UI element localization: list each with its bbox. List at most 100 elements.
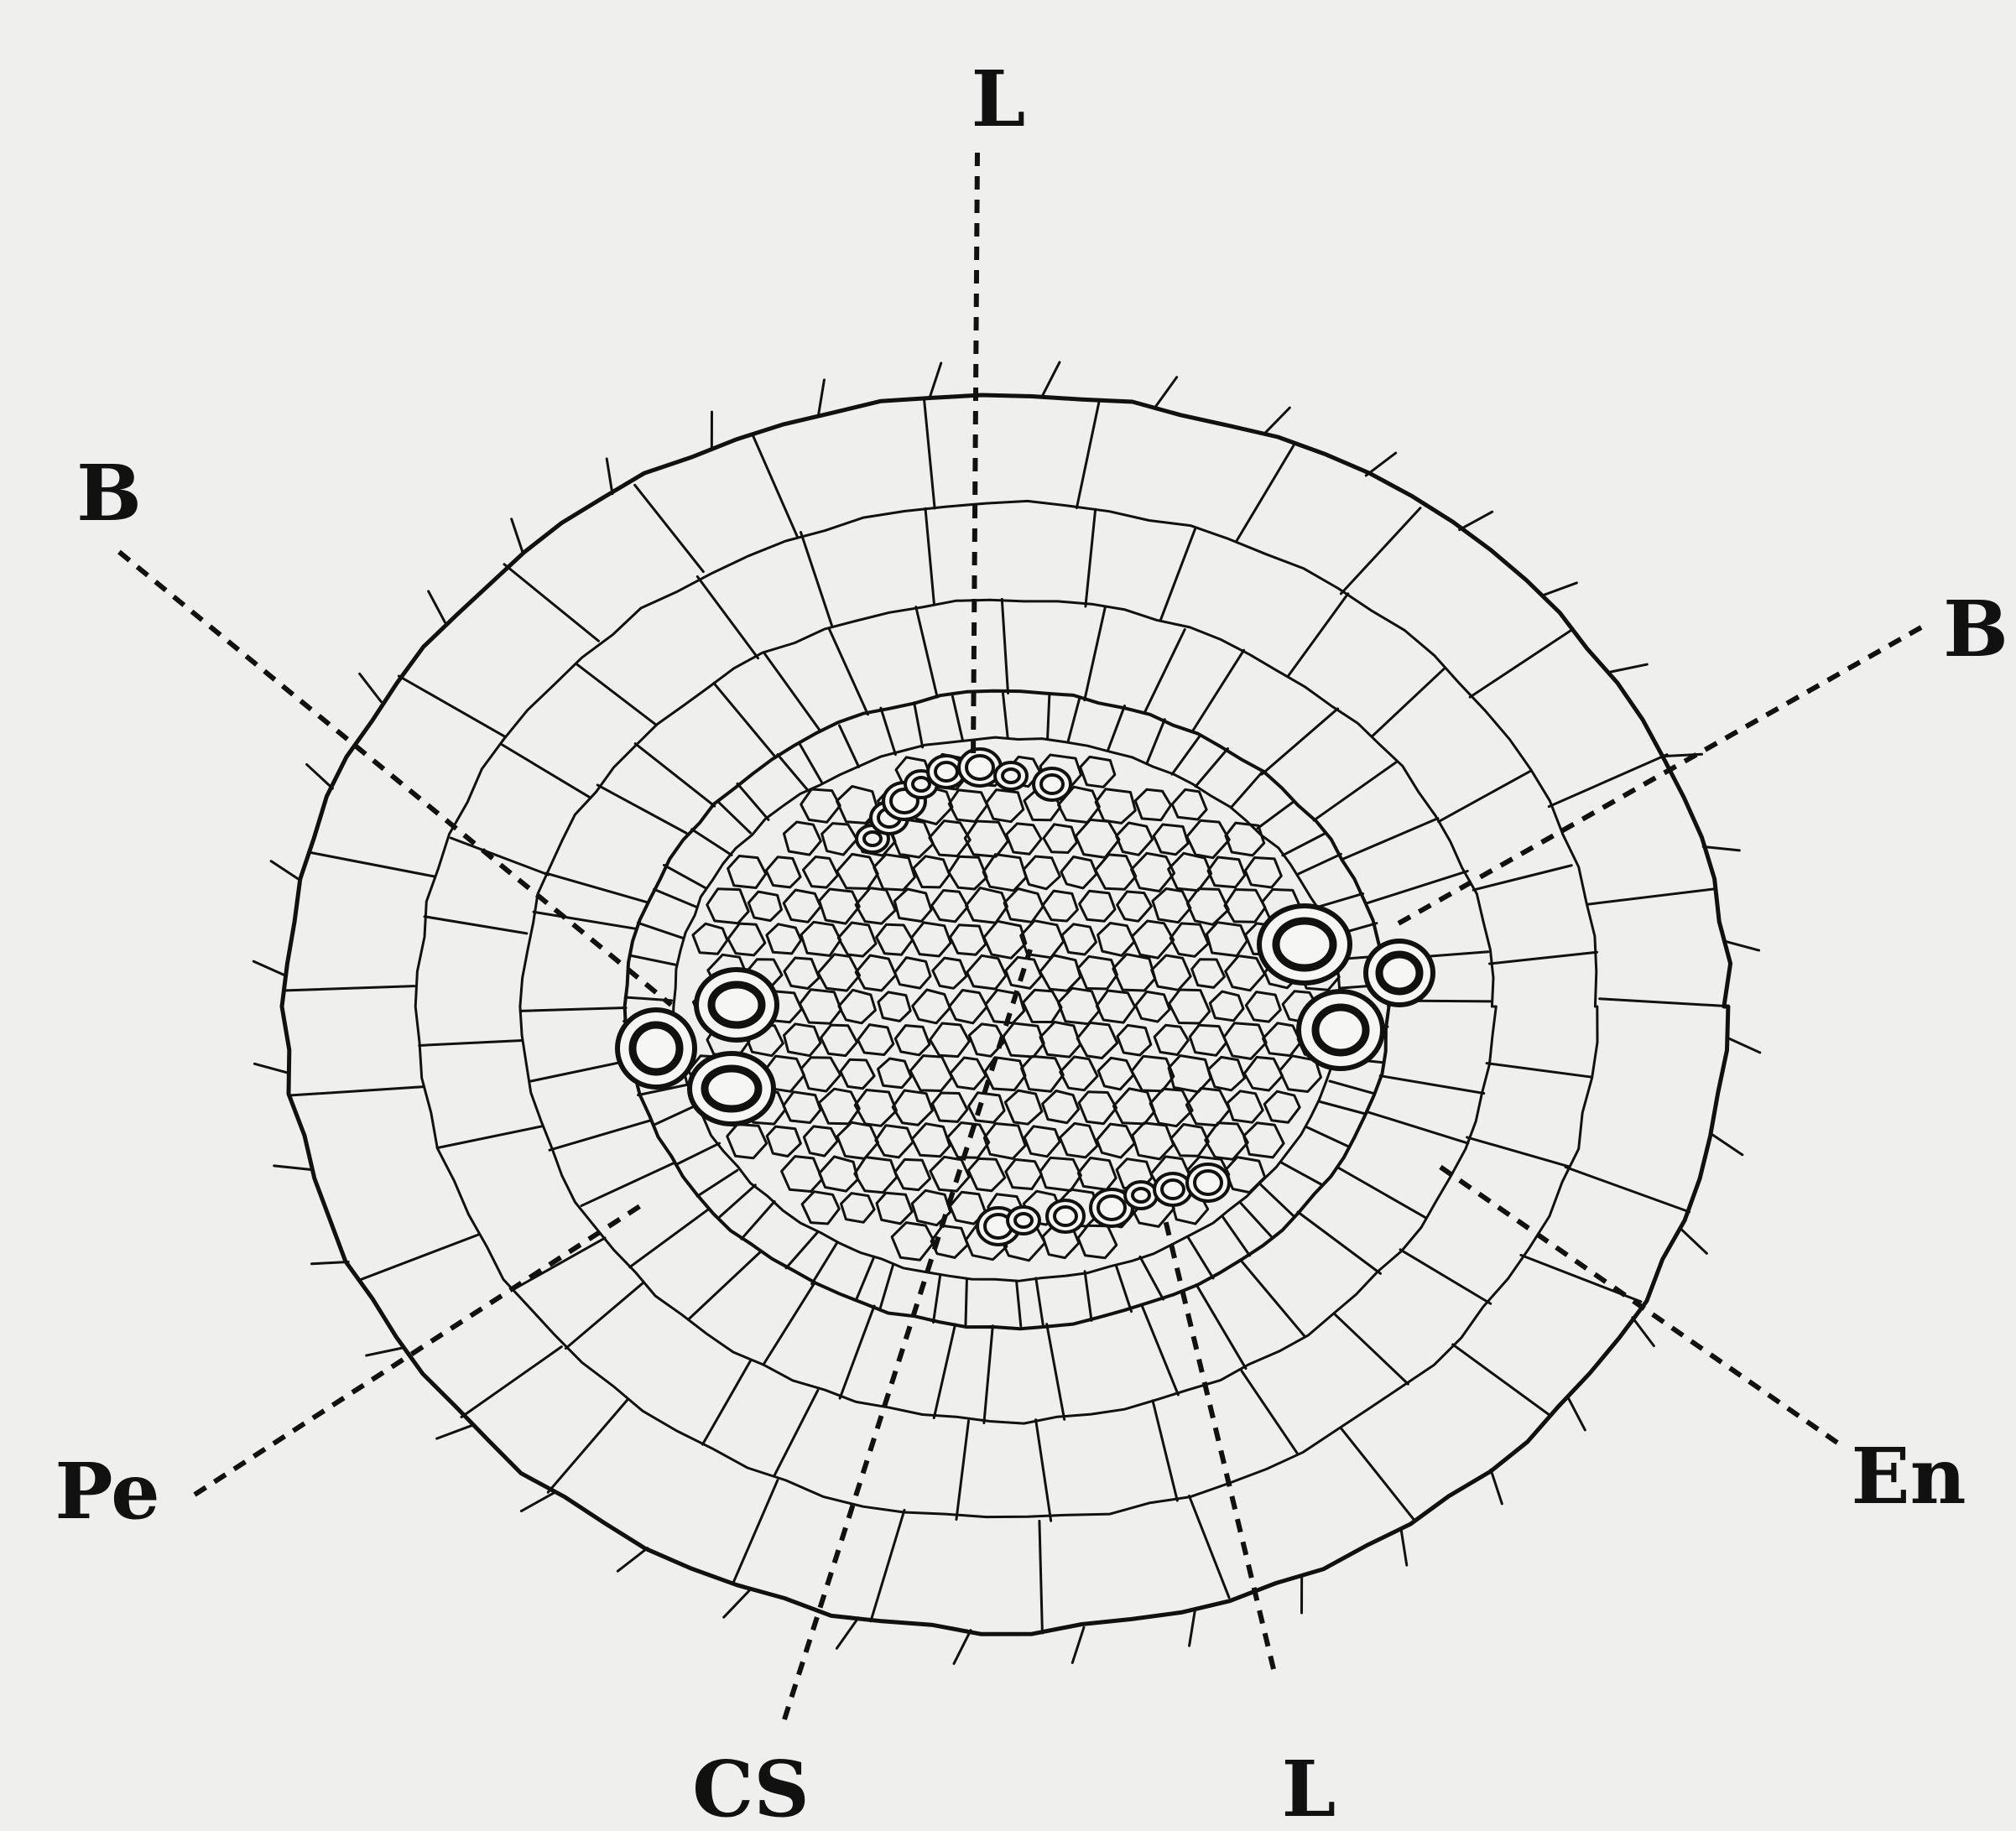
stele-cell [1078, 1158, 1116, 1190]
small-vessel [1125, 1182, 1157, 1209]
stele-cell [893, 1090, 932, 1125]
cell-wall [1231, 772, 1262, 808]
stele-cell [1154, 1025, 1188, 1054]
stele-cell [837, 1122, 878, 1158]
leader-left-b [119, 552, 671, 1005]
root-hair-stub [1460, 512, 1492, 529]
stele-cell [1225, 890, 1265, 923]
cell-wall [800, 743, 822, 782]
stele-cell [1096, 789, 1135, 824]
cell-wall [702, 1360, 750, 1444]
cell-wall [786, 1232, 817, 1268]
stele-cell [1098, 923, 1134, 956]
stele-cell [693, 923, 727, 954]
cell-wall [664, 865, 706, 887]
stele-cell [1227, 1091, 1263, 1122]
stele-cell [1152, 955, 1191, 990]
cell-wall [925, 508, 934, 604]
stele-cell [894, 889, 931, 922]
cell-wall [689, 1252, 760, 1319]
stele-cell [914, 856, 950, 887]
cell-wall [1336, 1315, 1409, 1385]
cell-wall [1298, 854, 1341, 874]
leader-en [1439, 1166, 1837, 1443]
cell-wall [504, 564, 598, 641]
cell-wall [1283, 833, 1326, 856]
stele-cell [1078, 1225, 1117, 1257]
stele-cell [950, 991, 987, 1023]
cell-wall [425, 917, 527, 934]
cell-wall [952, 696, 962, 741]
root-hair-stub [1072, 1627, 1084, 1662]
stele-cell [1246, 992, 1280, 1022]
label-bottom-l: L [1282, 1744, 1336, 1831]
cell-wall [503, 745, 590, 797]
cell-wall [1314, 762, 1397, 820]
cell-wall [576, 663, 657, 725]
cell-wall [1307, 1127, 1348, 1147]
cell-wall [1153, 1401, 1177, 1501]
root-hair-stub [367, 1348, 403, 1355]
stele-cell [877, 924, 913, 955]
cell-wall [1196, 749, 1227, 787]
cell-wall [1161, 529, 1196, 619]
stele-cell [1022, 1056, 1064, 1091]
root-hair-stub [1263, 408, 1289, 434]
cell-wall [1439, 771, 1531, 821]
cell-wall [692, 830, 732, 856]
stele-cell [1061, 857, 1097, 888]
stele-cell [1097, 991, 1135, 1022]
stele-cell [1040, 1022, 1081, 1058]
stele-cell [983, 855, 1026, 891]
stele-cell [727, 1125, 767, 1158]
cell-wall [1108, 706, 1125, 751]
stele-cell [878, 1059, 911, 1088]
stele-cell [841, 1059, 874, 1088]
cell-wall [732, 1480, 778, 1584]
stele-cell [895, 1159, 930, 1189]
cell-wall [635, 485, 704, 571]
stele-cell [1043, 1091, 1079, 1123]
cell-wall [1487, 1064, 1591, 1077]
cell-wall [546, 873, 649, 902]
cell-wall [1467, 1137, 1570, 1167]
stele-cell [841, 1194, 875, 1223]
cell-wall [1189, 1495, 1229, 1597]
root-hair-stub [1681, 1229, 1707, 1253]
cell-wall [697, 1170, 737, 1196]
stele-cell [784, 1092, 820, 1123]
stele-cell [930, 1157, 969, 1191]
stele-cell [1097, 1124, 1134, 1157]
stele-cell [855, 1090, 896, 1126]
stele-cell [1132, 1056, 1174, 1091]
cell-wall [1400, 1250, 1491, 1303]
root-hair-stub [607, 459, 612, 494]
root-hair-stub [311, 1261, 348, 1263]
stele-cell [1135, 789, 1170, 819]
stele-cell [767, 1126, 800, 1156]
cell-wall [1117, 1267, 1132, 1312]
stele-cell [1003, 1023, 1044, 1057]
stele-cell [967, 955, 1006, 989]
root-hair-stub [1401, 1530, 1407, 1566]
stele-cell [728, 923, 765, 955]
stele-cell [984, 1124, 1025, 1159]
stele-cell [784, 958, 819, 989]
cell-wall [1565, 1167, 1690, 1211]
cell-wall [934, 1276, 940, 1322]
cell-wall [1140, 1256, 1164, 1299]
stele-cell [913, 990, 951, 1023]
stele-cell [1133, 1123, 1174, 1159]
stele-cell [932, 1093, 967, 1121]
small-vessel [1047, 1200, 1084, 1232]
cell-wall [283, 986, 414, 991]
cell-wall [801, 533, 832, 626]
cell-wall [1380, 1076, 1484, 1094]
cell-wall [1002, 599, 1008, 693]
small-vessel [1034, 768, 1071, 800]
cell-wall [742, 1202, 774, 1240]
cell-wall [1372, 669, 1444, 737]
small-vessel [1154, 1173, 1191, 1205]
cell-wall [1330, 1081, 1373, 1093]
root-hair-stub [307, 764, 333, 788]
